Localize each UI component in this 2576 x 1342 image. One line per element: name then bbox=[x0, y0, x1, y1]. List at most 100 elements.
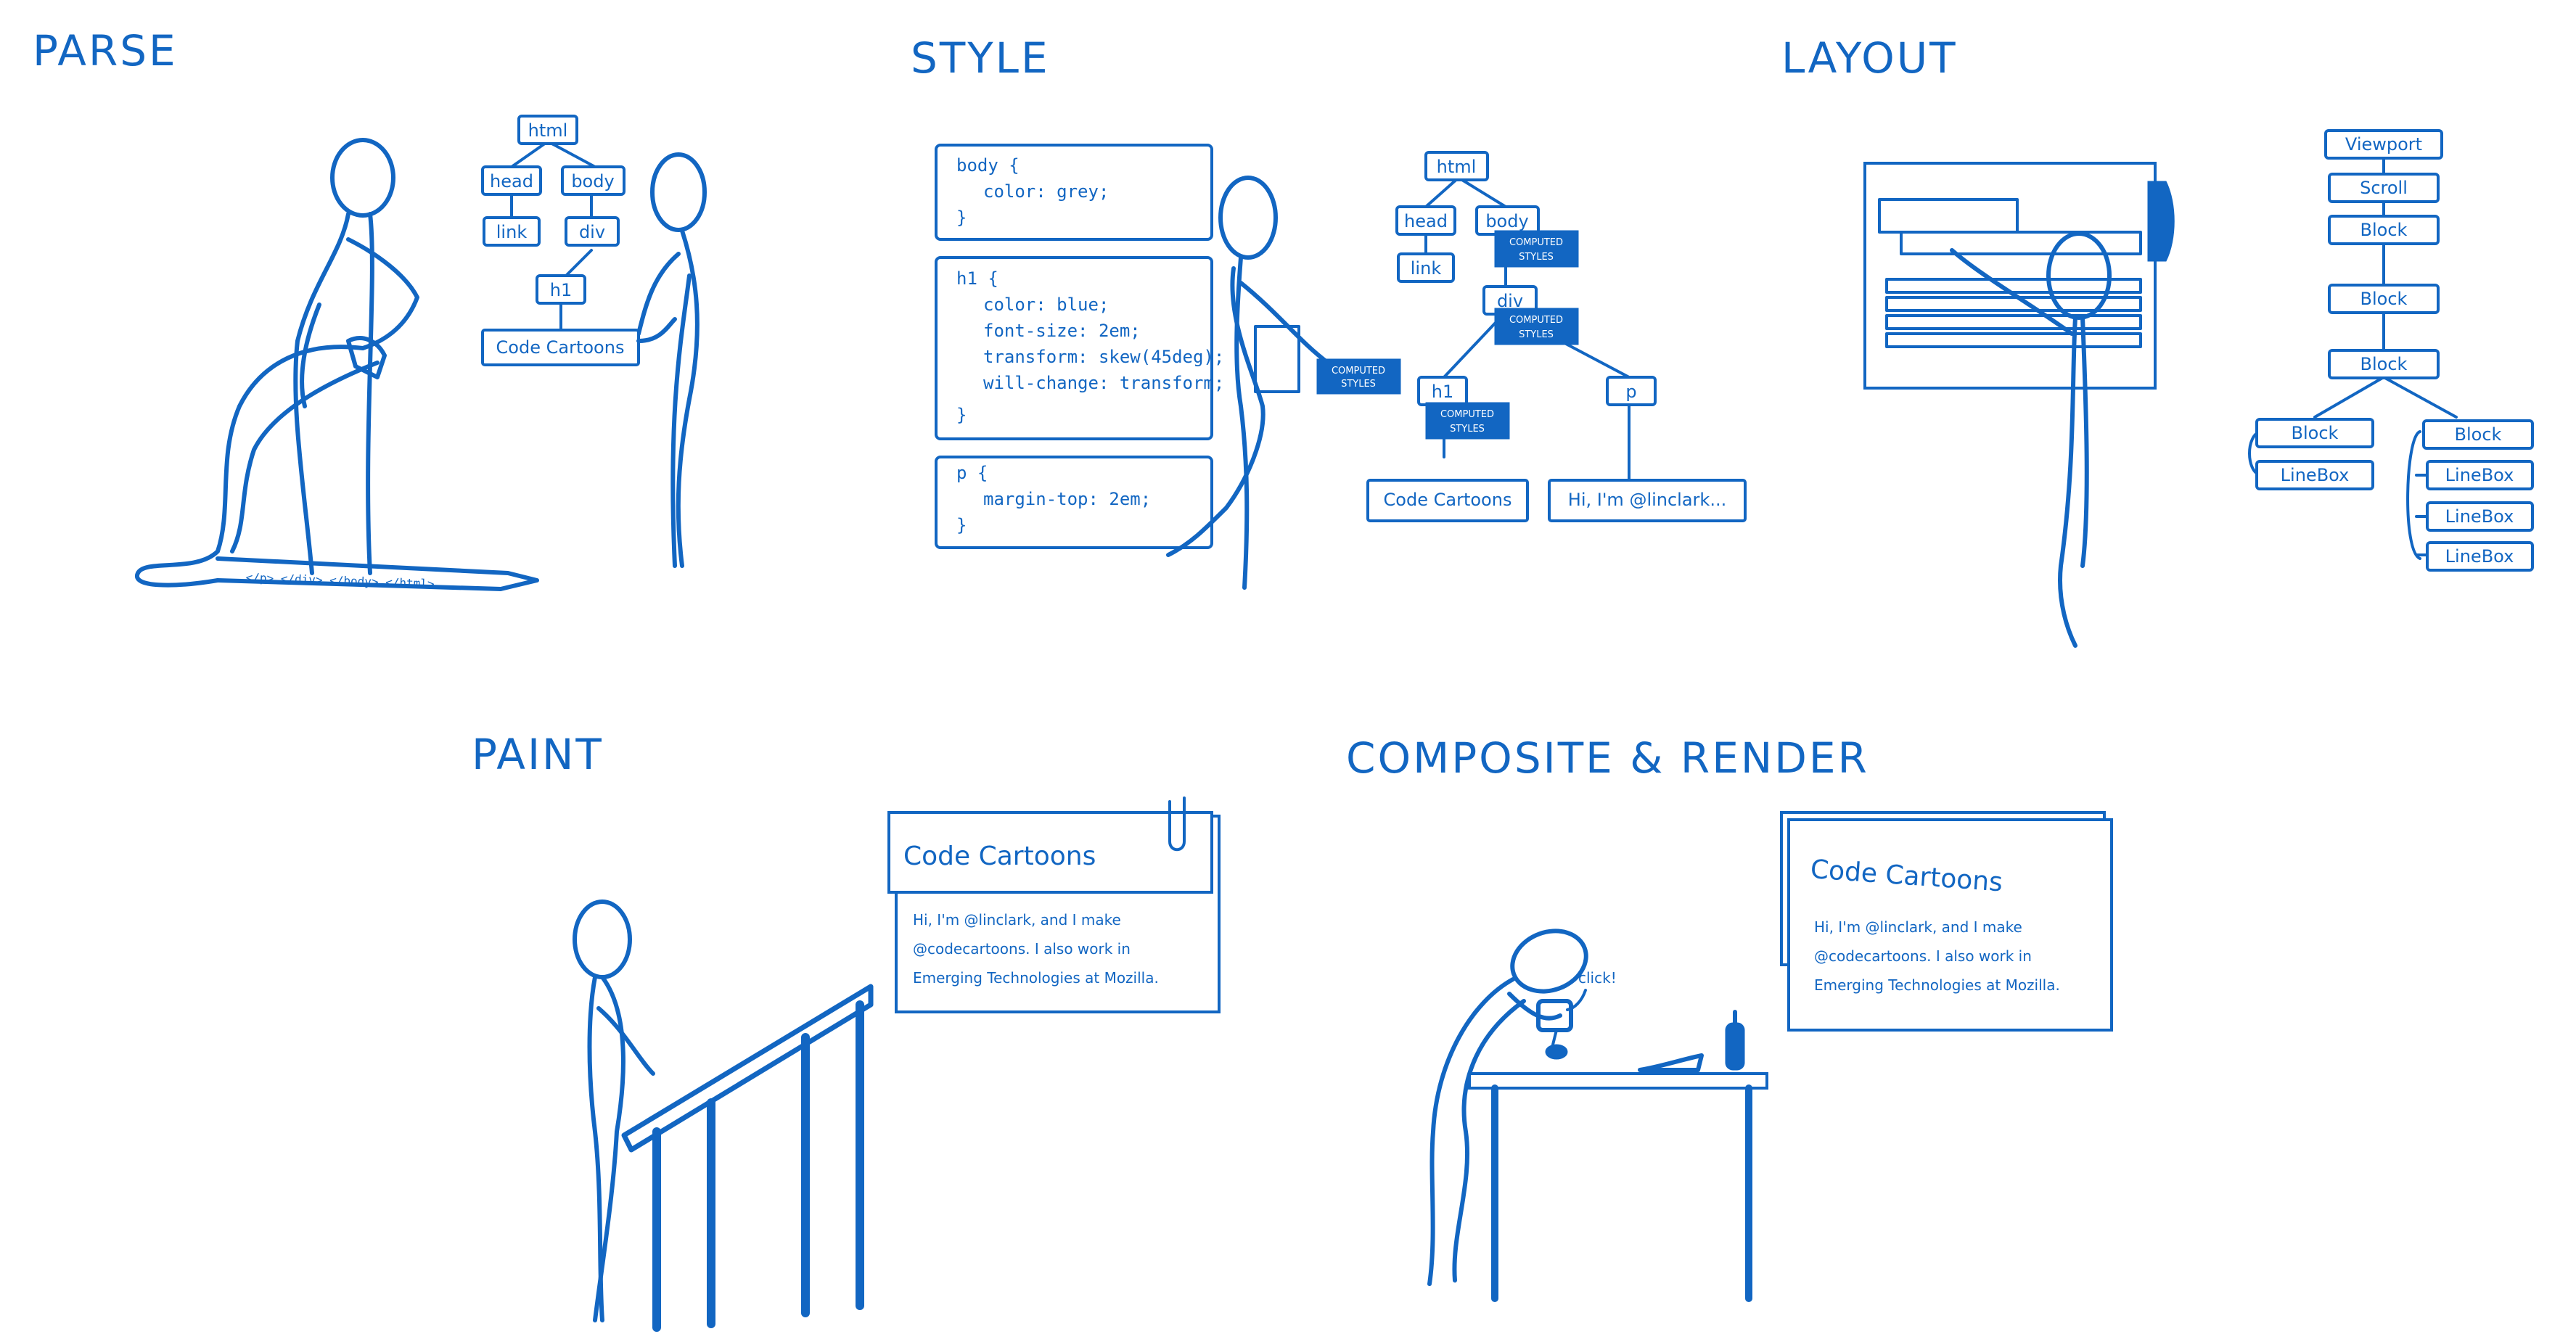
composite-page-line: Emerging Technologies at Mozilla. bbox=[1814, 976, 2060, 994]
parse-node-h1-label: h1 bbox=[550, 280, 572, 300]
layout-node-right-linebox bbox=[2426, 501, 2534, 532]
layout-node-block-label: Block bbox=[2360, 354, 2408, 374]
layout-node-left-linebox-label: LineBox bbox=[2281, 465, 2350, 485]
layout-scrollbar bbox=[2147, 181, 2175, 262]
layout-node-viewport bbox=[2324, 129, 2443, 160]
parse-code-scroll: ... </p> </div> </body> </html> bbox=[134, 336, 539, 591]
parse-title: PARSE bbox=[33, 26, 178, 75]
style-title: STYLE bbox=[911, 33, 1050, 83]
glue-bottle-icon bbox=[1725, 1022, 1745, 1071]
parse-node-head-label: head bbox=[490, 171, 533, 192]
style-node-div-label: div bbox=[1497, 291, 1523, 311]
style-node-html bbox=[1424, 151, 1489, 181]
parse-node-body-label: body bbox=[571, 171, 614, 192]
computed-styles-tag-line: COMPUTED bbox=[1332, 366, 1385, 376]
css-rule-p bbox=[935, 456, 1213, 549]
composite-page: Code Cartoons Hi, I'm @linclark, and I m… bbox=[1780, 811, 2113, 1032]
style-node-p-label: p bbox=[1625, 382, 1636, 402]
composite-page-line: @codecartoons. I also work in bbox=[1814, 947, 2032, 965]
composite-title: COMPOSITE & RENDER bbox=[1346, 733, 1869, 783]
css-rule-body-line: body { bbox=[956, 155, 1020, 176]
css-rule-h1 bbox=[935, 256, 1213, 440]
parse-node-link bbox=[483, 216, 541, 247]
parse-node-head bbox=[481, 165, 542, 196]
composite-figure: click! bbox=[1427, 929, 1617, 1286]
composite-table bbox=[1468, 1010, 1768, 1302]
css-rule-h1-line: } bbox=[956, 405, 967, 425]
style-computed-tag-held: COMPUTED STYLES bbox=[1316, 358, 1401, 395]
parse-figure-right bbox=[636, 152, 707, 568]
css-rule-h1-line: color: blue; bbox=[983, 295, 1109, 315]
layout-node-right-linebox bbox=[2426, 541, 2534, 572]
scissors-icon bbox=[1638, 1053, 1704, 1072]
computed-styles-tag-line: STYLES bbox=[1519, 252, 1554, 263]
layout-node-left-block bbox=[2255, 418, 2374, 448]
layout-node-right-linebox bbox=[2426, 460, 2534, 490]
table-top bbox=[1468, 1072, 1768, 1090]
paint-page: Code Cartoons Hi, I'm @linclark, and I m… bbox=[887, 796, 1221, 1013]
layout-node-right-block bbox=[2422, 419, 2534, 450]
style-dom-tree: html head body link div h1 p Code Cartoo… bbox=[1366, 151, 1747, 522]
css-rule-h1-line: transform: skew(45deg); bbox=[983, 347, 1224, 367]
style-node-p-text-label: Hi, I'm @linclark... bbox=[1568, 490, 1726, 510]
css-rule-h1-line: font-size: 2em; bbox=[983, 321, 1141, 341]
computed-styles-tag-line: STYLES bbox=[1450, 424, 1485, 435]
layout-heading-shadow bbox=[1900, 231, 2142, 255]
paperclip-icon bbox=[1168, 796, 1186, 852]
computed-styles-tag bbox=[1494, 308, 1579, 345]
layout-line bbox=[1885, 332, 2142, 348]
composite-page-frame bbox=[1787, 818, 2113, 1032]
style-node-head bbox=[1395, 205, 1456, 236]
paint-title: PAINT bbox=[472, 730, 604, 779]
parse-node-body bbox=[561, 165, 625, 196]
css-rule-body bbox=[935, 144, 1213, 241]
css-rule-p-line: margin-top: 2em; bbox=[983, 489, 1151, 509]
layout-node-right-linebox-label: LineBox bbox=[2445, 546, 2514, 567]
layout-node-scroll bbox=[2328, 173, 2440, 203]
layout-viewport-drawing bbox=[1863, 162, 2175, 390]
style-node-link-label: link bbox=[1411, 258, 1442, 279]
paint-panel: PAINT Code Cartoons Hi, I'm @linclark, a… bbox=[472, 730, 1221, 1332]
layout-node-right-linebox-label: LineBox bbox=[2445, 506, 2514, 527]
css-rule-h1-line: will-change: transform; bbox=[983, 373, 1224, 393]
computed-styles-tag-line: COMPUTED bbox=[1509, 315, 1563, 326]
css-rule-h1-line: h1 { bbox=[956, 268, 998, 289]
layout-box-tree: Viewport Scroll Block Block Block Block … bbox=[2248, 129, 2534, 572]
computed-styles-tag-line: COMPUTED bbox=[1509, 237, 1563, 248]
composite-panel: COMPOSITE & RENDER Code Cartoons Hi, I'm… bbox=[1346, 733, 2113, 1302]
parse-dom-tree: html head body link div h1 Code Cartoons bbox=[481, 115, 677, 366]
parse-scroll-text: ... </p> </div> </body> </html> bbox=[218, 569, 435, 590]
style-panel: STYLE body { color: grey; } h1 { color: … bbox=[911, 33, 1747, 590]
style-node-link bbox=[1397, 252, 1455, 283]
computed-styles-tag bbox=[1494, 230, 1579, 268]
css-rule-p-line: } bbox=[956, 515, 967, 535]
style-node-p bbox=[1606, 376, 1657, 406]
layout-node-block bbox=[2328, 284, 2440, 314]
style-node-p-text bbox=[1548, 479, 1747, 522]
layout-node-block-label: Block bbox=[2360, 220, 2408, 240]
computed-styles-tag-line: STYLES bbox=[1519, 329, 1554, 340]
style-node-html-label: html bbox=[1437, 157, 1477, 177]
style-node-head-label: head bbox=[1404, 211, 1448, 231]
computed-styles-tag-line: COMPUTED bbox=[1440, 409, 1494, 420]
css-rule-body-line: color: grey; bbox=[983, 181, 1109, 202]
layout-node-right-linebox-label: LineBox bbox=[2445, 465, 2514, 485]
paint-page-line: Emerging Technologies at Mozilla. bbox=[913, 969, 1159, 987]
layout-node-scroll-label: Scroll bbox=[2360, 178, 2408, 198]
parse-figure-left bbox=[293, 138, 419, 575]
layout-node-block bbox=[2328, 215, 2440, 245]
layout-line bbox=[1885, 296, 2142, 312]
layout-title: LAYOUT bbox=[1781, 33, 1958, 83]
layout-node-viewport-label: Viewport bbox=[2345, 134, 2422, 155]
layout-figure bbox=[1950, 231, 2112, 648]
paint-page-heading: Code Cartoons bbox=[903, 841, 1096, 871]
computed-styles-tag bbox=[1316, 358, 1401, 395]
composite-page-line: Hi, I'm @linclark, and I make bbox=[1814, 918, 2022, 936]
paint-page-line: @codecartoons. I also work in bbox=[913, 940, 1131, 958]
parse-node-html bbox=[517, 115, 578, 145]
style-node-h1-label: h1 bbox=[1432, 382, 1453, 402]
click-label: click! bbox=[1578, 969, 1617, 987]
parse-panel: PARSE ... </p> </div> </body> </html> bbox=[33, 26, 707, 591]
